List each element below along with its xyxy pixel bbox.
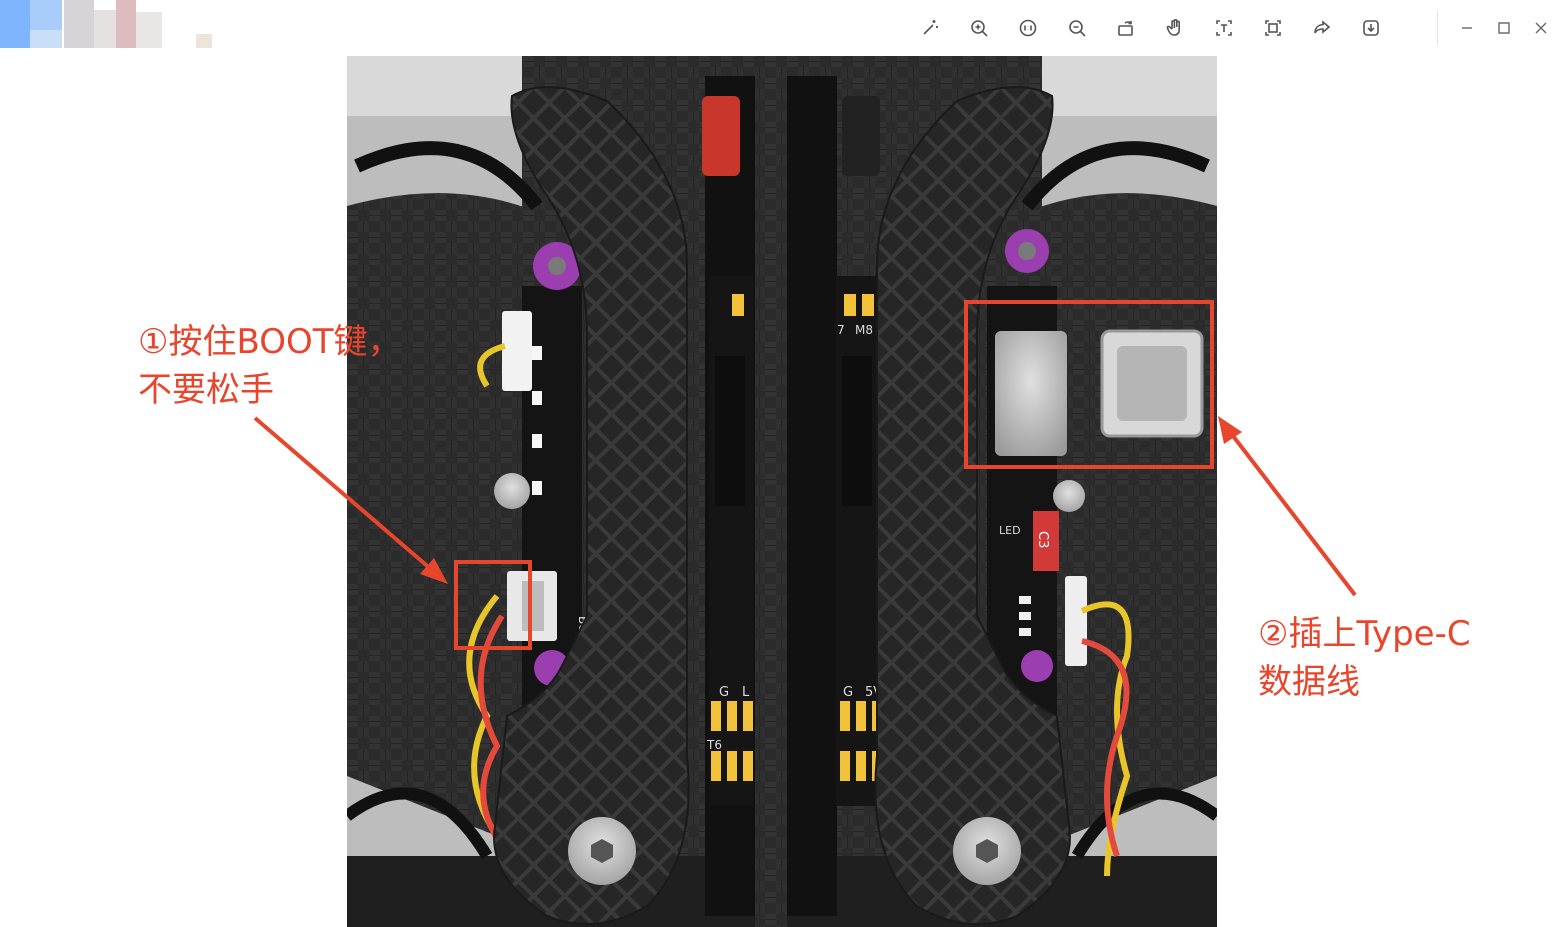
viewer-titlebar (0, 0, 1559, 56)
maximize-icon (1497, 22, 1510, 34)
window-controls (1437, 10, 1559, 46)
instruction-boot-line2: 不要松手 (138, 370, 274, 410)
l-label-left: L (742, 685, 750, 700)
instruction-boot: ①按住BOOT键， 不要松手 (138, 318, 402, 414)
zoom-in-icon (971, 20, 988, 37)
arrow-right-line (1228, 430, 1357, 597)
rotate-button[interactable] (1108, 10, 1144, 46)
m8-label: M8 (855, 323, 873, 337)
actual-size-icon (1019, 19, 1037, 37)
crop-button[interactable] (1255, 10, 1291, 46)
led-label: LED (999, 524, 1021, 537)
m7-label: 7 (837, 323, 845, 337)
g-label-left: G (719, 685, 729, 700)
instruction-usb-line2: 数据线 (1258, 662, 1360, 702)
flight-controller-photo: BOOT C3 LED (347, 56, 1217, 927)
c3-label: C3 (1035, 531, 1050, 548)
instruction-boot-line1: ①按住BOOT键， (138, 322, 402, 362)
grip-arm-left (493, 86, 690, 925)
grip-arm-right (874, 86, 1071, 925)
capacitor-red (702, 96, 740, 176)
hand-button[interactable] (1157, 10, 1193, 46)
image-toolbar (912, 10, 1389, 46)
usb-shield (995, 331, 1067, 456)
instruction-usb: ②插上Type-C 数据线 (1258, 610, 1471, 706)
magic-wand-button[interactable] (912, 10, 948, 46)
g-label-right: G (843, 685, 853, 700)
maximize-button[interactable] (1485, 10, 1522, 46)
download-button[interactable] (1353, 10, 1389, 46)
minimize-icon (1461, 27, 1472, 29)
zoom-out-button[interactable] (1059, 10, 1095, 46)
capacitor-black (842, 96, 880, 176)
text-recognize-icon (1216, 20, 1232, 36)
hand-icon (1166, 19, 1180, 36)
close-button[interactable] (1522, 10, 1559, 46)
instruction-usb-line1: ②插上Type-C (1258, 614, 1471, 654)
arrow-right-head (1218, 416, 1242, 444)
rotate-icon (1118, 21, 1133, 36)
magic-wand-icon (923, 20, 938, 35)
product-photo: BOOT C3 LED (347, 56, 1217, 927)
zoom-out-icon (1069, 20, 1086, 37)
share-button[interactable] (1304, 10, 1340, 46)
close-icon (1535, 22, 1546, 34)
blurred-title (0, 0, 230, 56)
crop-icon (1265, 20, 1281, 36)
t6-label: T6 (706, 738, 722, 752)
actual-size-button[interactable] (1010, 10, 1046, 46)
c3-chip (1033, 511, 1059, 571)
text-recognize-button[interactable] (1206, 10, 1242, 46)
minimize-button[interactable] (1448, 10, 1485, 46)
zoom-in-button[interactable] (961, 10, 997, 46)
share-icon (1314, 20, 1331, 34)
download-icon (1363, 20, 1379, 36)
